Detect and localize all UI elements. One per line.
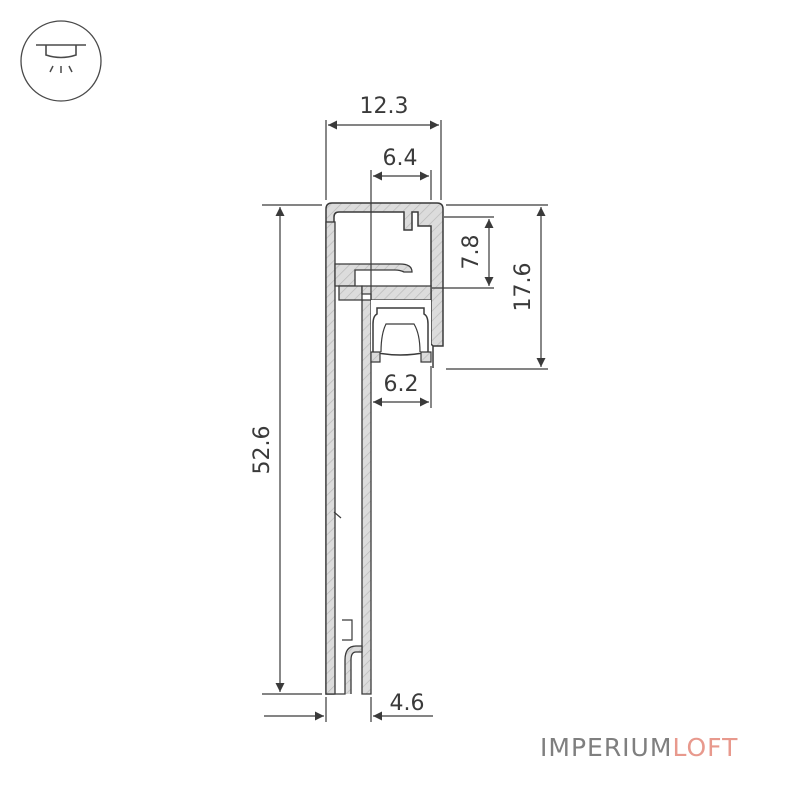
dimension-label-head-height: 17.6 bbox=[511, 263, 536, 312]
ceiling-downlight-icon bbox=[20, 20, 102, 102]
dimension-label-base-width: 4.6 bbox=[390, 691, 425, 716]
dimension-label-slot-width: 6.4 bbox=[383, 146, 418, 171]
dimension-label-diffuser-width: 6.2 bbox=[384, 372, 419, 397]
dimension-label-slot-depth: 7.8 bbox=[459, 235, 484, 270]
brand-logo-part1: IMPERIUM bbox=[540, 733, 673, 762]
brand-logo: IMPERIUMLOFT bbox=[540, 733, 738, 762]
dimension-label-overall-width: 12.3 bbox=[360, 94, 409, 119]
dimension-label-overall-height: 52.6 bbox=[250, 426, 275, 475]
dimension-lines bbox=[262, 120, 548, 722]
brand-logo-part2: LOFT bbox=[672, 733, 739, 762]
profile-section bbox=[325, 202, 444, 695]
